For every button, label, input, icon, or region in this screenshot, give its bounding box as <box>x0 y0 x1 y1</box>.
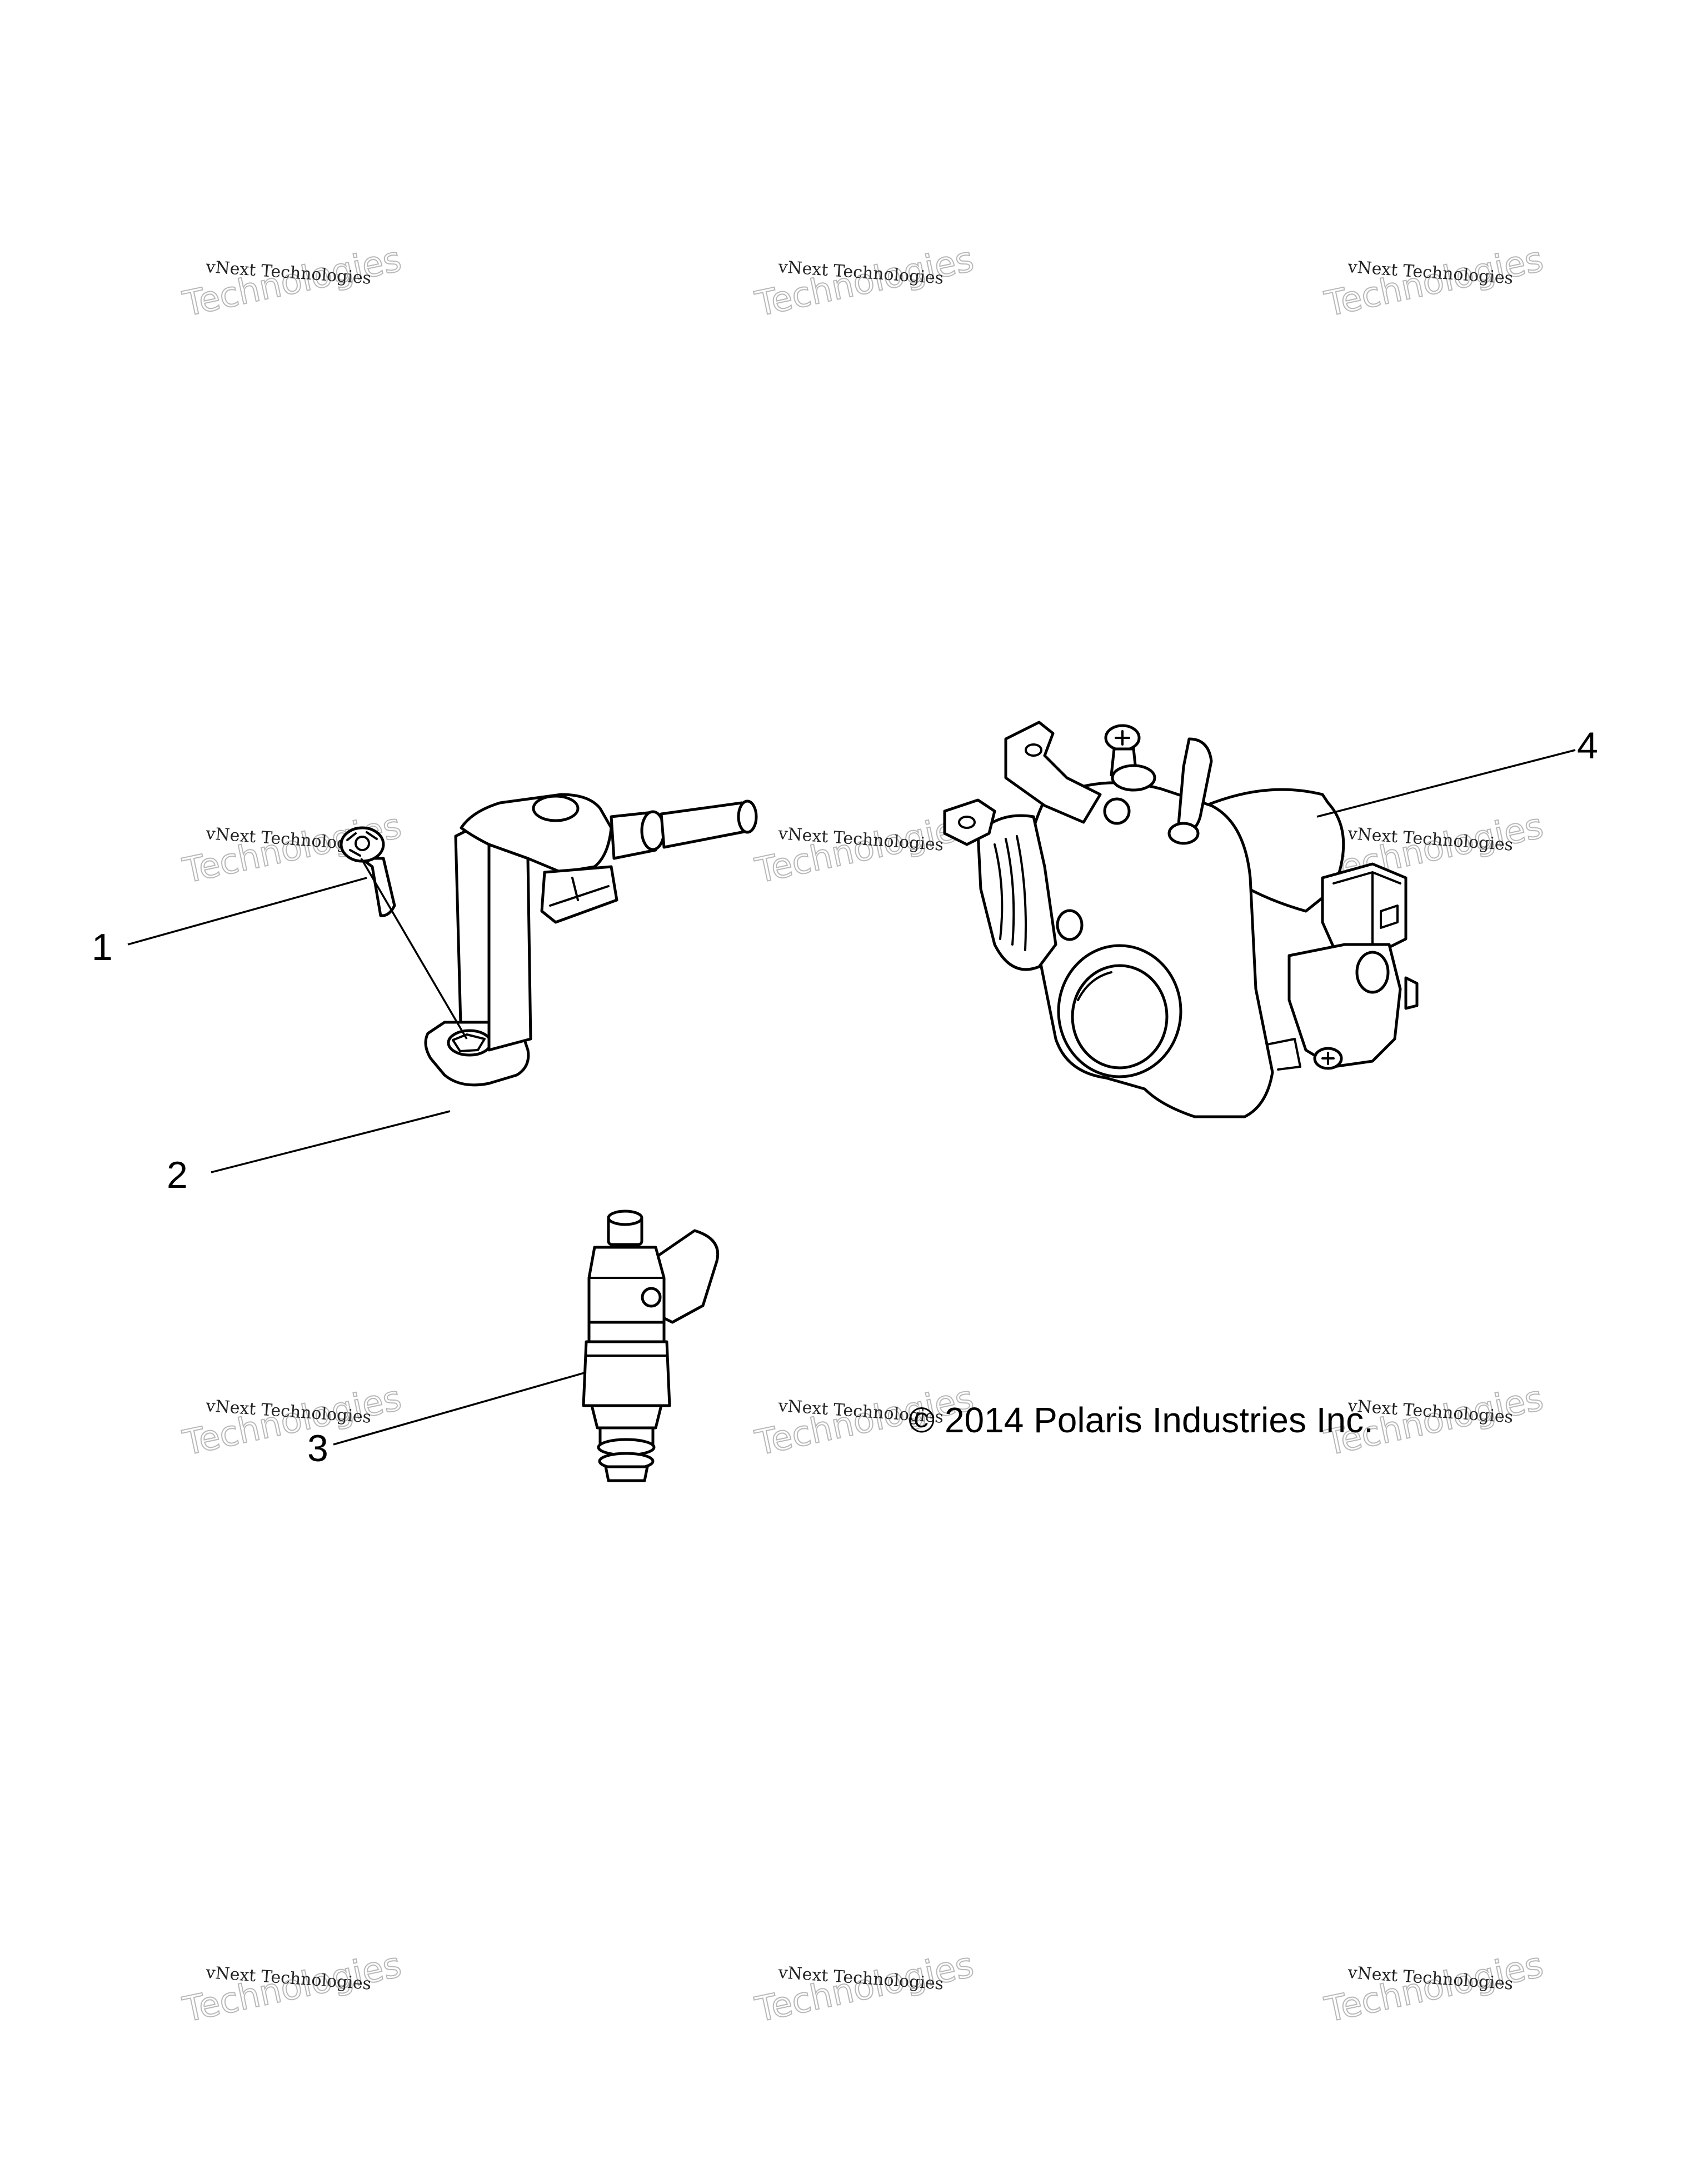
callout-1: 1 <box>92 926 113 968</box>
watermark: Technologies vNext Technologies <box>1321 238 1548 324</box>
copyright-notice: © 2014 Polaris Industries Inc. <box>909 1400 1374 1440</box>
watermark: Technologies vNext Technologies <box>179 238 406 324</box>
watermark: Technologies vNext Technologies <box>751 238 978 324</box>
callout-4: 4 <box>1577 724 1598 767</box>
callouts: 1 2 3 4 <box>92 724 1598 1470</box>
callout-3: 3 <box>307 1427 328 1470</box>
watermark: Technologies vNext Technologies <box>751 1943 978 2030</box>
watermark: Technologies vNext Technologies <box>179 1943 406 2030</box>
watermarks: Technologies vNext Technologies Technolo… <box>179 238 1548 2030</box>
watermark: Technologies vNext Technologies <box>1321 1943 1548 2030</box>
fuel-injector-part <box>582 1210 720 1482</box>
callout-2: 2 <box>167 1154 188 1196</box>
watermark: Technologies vNext Technologies <box>179 1377 406 1463</box>
throttle-body-part <box>943 721 1419 1118</box>
bracket-part <box>424 793 758 1087</box>
watermark: Technologies vNext Technologies <box>751 804 978 891</box>
leader-lines <box>127 749 1576 1446</box>
